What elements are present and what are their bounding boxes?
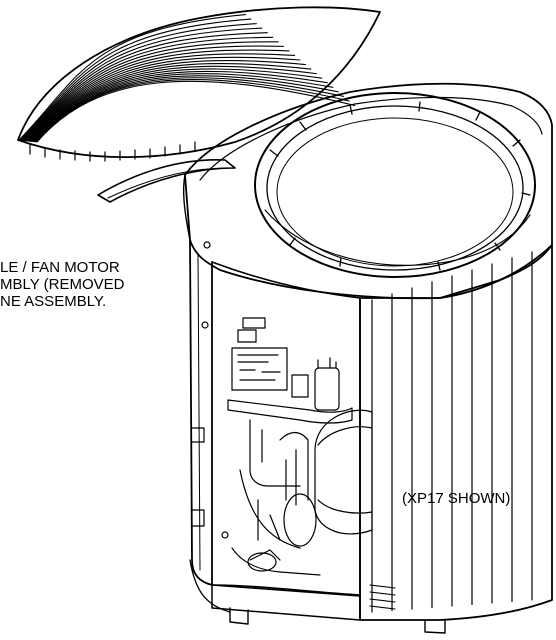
fan-opening-ring bbox=[254, 92, 536, 278]
callout-line-3: NE ASSEMBLY. bbox=[0, 293, 107, 310]
interior-components bbox=[191, 241, 373, 576]
callout-line-1: LE / FAN MOTOR bbox=[0, 259, 120, 276]
model-shown-note: (XP17 SHOWN) bbox=[402, 490, 511, 507]
fan-motor-bracket bbox=[97, 158, 236, 203]
callout-grille-fan-motor-assembly: LE / FAN MOTOR MBLY (REMOVED NE ASSEMBLY… bbox=[0, 259, 124, 310]
unit-cabinet bbox=[189, 239, 553, 634]
capacitor bbox=[314, 367, 340, 411]
fan-grille bbox=[17, 6, 381, 162]
callout-line-2: MBLY (REMOVED bbox=[0, 276, 125, 293]
compressor bbox=[314, 409, 373, 535]
unit-top-panel bbox=[182, 82, 553, 300]
